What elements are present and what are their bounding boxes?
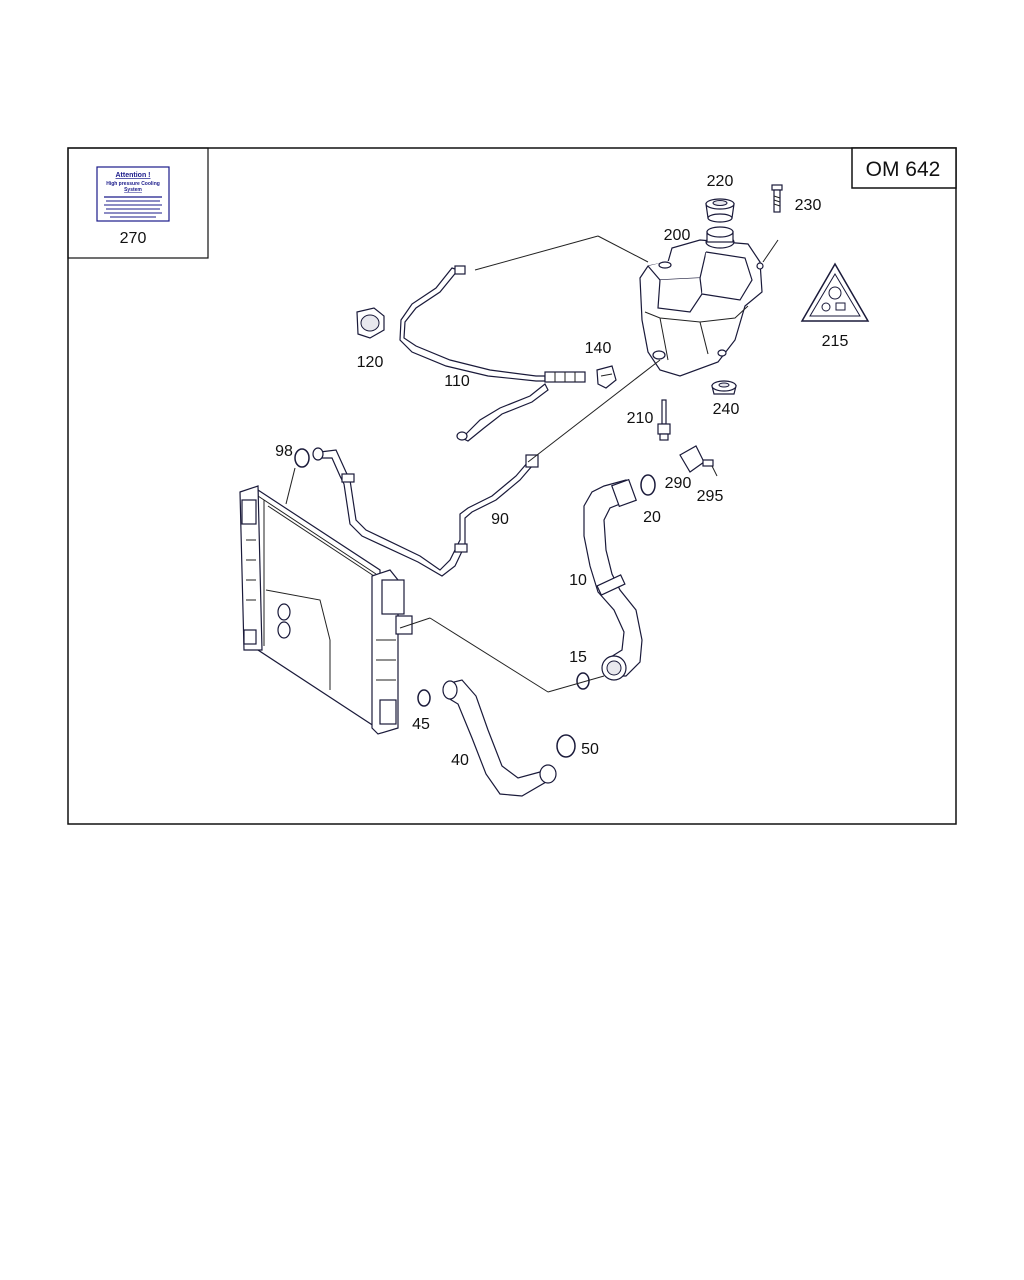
- callout-40: 40: [451, 752, 469, 769]
- sticker-subtitle-line2: System: [124, 187, 142, 193]
- bolt: [771, 184, 783, 213]
- callout-90: 90: [491, 511, 509, 528]
- sticker-box: [67, 147, 209, 259]
- callout-50: 50: [581, 741, 599, 758]
- hose-clip: [596, 365, 617, 389]
- radiator: [239, 485, 413, 735]
- callout-240: 240: [713, 401, 740, 418]
- hose-110: [399, 265, 586, 442]
- leader-lines: [285, 235, 779, 693]
- callout-270: 270: [120, 230, 147, 247]
- rubber-mount: [711, 380, 737, 395]
- callout-200: 200: [664, 227, 691, 244]
- callout-120: 120: [357, 354, 384, 371]
- sticker-subtitle-line1: High pressure Cooling: [106, 181, 160, 187]
- sticker-title: Attention !: [116, 172, 151, 179]
- hose-40: [442, 679, 557, 797]
- callout-20: 20: [643, 509, 661, 526]
- callout-295: 295: [697, 488, 724, 505]
- hose-clamp: [356, 307, 385, 339]
- level-sensor: [657, 399, 671, 441]
- callout-220: 220: [707, 173, 734, 190]
- model-code-box: [851, 147, 957, 189]
- hose-10: [583, 478, 643, 681]
- o-ring-98: [294, 448, 310, 468]
- callout-230: 230: [795, 197, 822, 214]
- connector: [679, 445, 718, 477]
- diagram-frame: [67, 147, 957, 825]
- expansion-tank: [639, 226, 764, 377]
- callout-45: 45: [412, 716, 430, 733]
- o-ring-20: [640, 474, 656, 496]
- o-ring-45: [417, 689, 431, 707]
- callout-210: 210: [627, 410, 654, 427]
- attention-sticker: Attention ! High pressure Cooling System: [96, 166, 170, 222]
- callout-15: 15: [569, 649, 587, 666]
- tank-cap: [705, 198, 735, 223]
- o-ring-15: [576, 672, 590, 690]
- coolant-line-90: [312, 447, 539, 577]
- model-code: OM 642: [866, 158, 941, 181]
- callout-215: 215: [822, 333, 849, 350]
- warning-triangle-icon: [800, 262, 870, 322]
- callout-110: 110: [444, 373, 470, 390]
- callout-290: 290: [665, 475, 692, 492]
- o-ring-50: [556, 734, 576, 758]
- callout-98: 98: [275, 443, 293, 460]
- callout-140: 140: [585, 340, 612, 357]
- callout-10: 10: [569, 572, 587, 589]
